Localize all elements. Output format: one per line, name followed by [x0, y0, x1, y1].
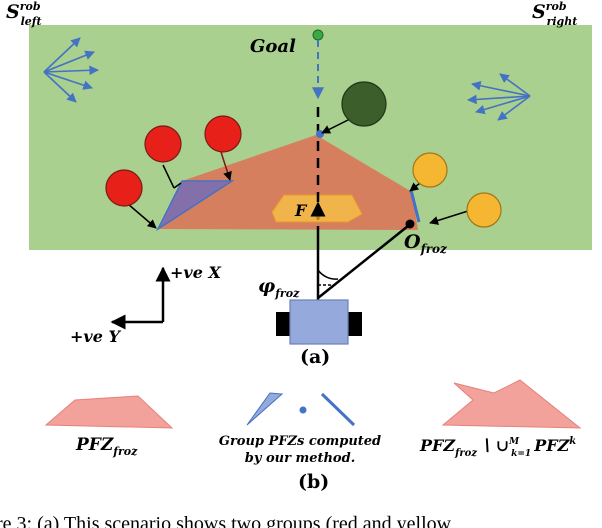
o-froz-label: Ofroz [404, 231, 448, 256]
pfz-froz-shape [44, 395, 174, 429]
wall-pfz-edge [409, 189, 421, 223]
left-sensor-fan [43, 37, 99, 103]
y-axis-label: +ve Y [70, 327, 121, 346]
group-pfz-triangle [156, 180, 235, 232]
group-text-line1: Group PFZs computed [219, 434, 381, 449]
group-point-shape [299, 406, 307, 414]
goal-intersection-point [316, 130, 324, 138]
phi-froz-label: φfroz [258, 275, 300, 300]
red-person-1 [144, 125, 182, 163]
red-person-2 [204, 115, 242, 153]
goal-label: Goal [250, 36, 296, 57]
group-triangle-shape [246, 392, 284, 426]
right-sensor-fan [467, 73, 531, 121]
yellow-group [409, 152, 502, 228]
dark-person [341, 81, 387, 127]
red-person-3 [105, 169, 143, 207]
pfz-diff-shape [441, 379, 582, 429]
f-label: F [294, 201, 308, 220]
dark-person-arrow [321, 117, 353, 134]
panel-b-label: (b) [298, 471, 329, 493]
x-axis-label: +ve X [170, 263, 221, 282]
axes: +ve X +ve Y [70, 263, 221, 346]
phi-arc [317, 269, 339, 280]
red-group [105, 115, 242, 229]
robot [276, 299, 362, 345]
group-text-line2: by our method. [245, 451, 355, 466]
o-froz-point [405, 219, 415, 229]
goal-marker [312, 29, 324, 41]
caption-fragment: re 3: (a) This scenario shows two groups… [0, 513, 452, 528]
panel-a-label: (a) [300, 346, 330, 368]
yellow-person-2 [466, 192, 502, 228]
yellow-person-1 [412, 152, 448, 188]
robot-body [289, 299, 349, 345]
group-line-shape [320, 392, 356, 427]
o-froz-line [317, 225, 409, 299]
pfz-froz-text: PFZfroz [75, 435, 138, 458]
